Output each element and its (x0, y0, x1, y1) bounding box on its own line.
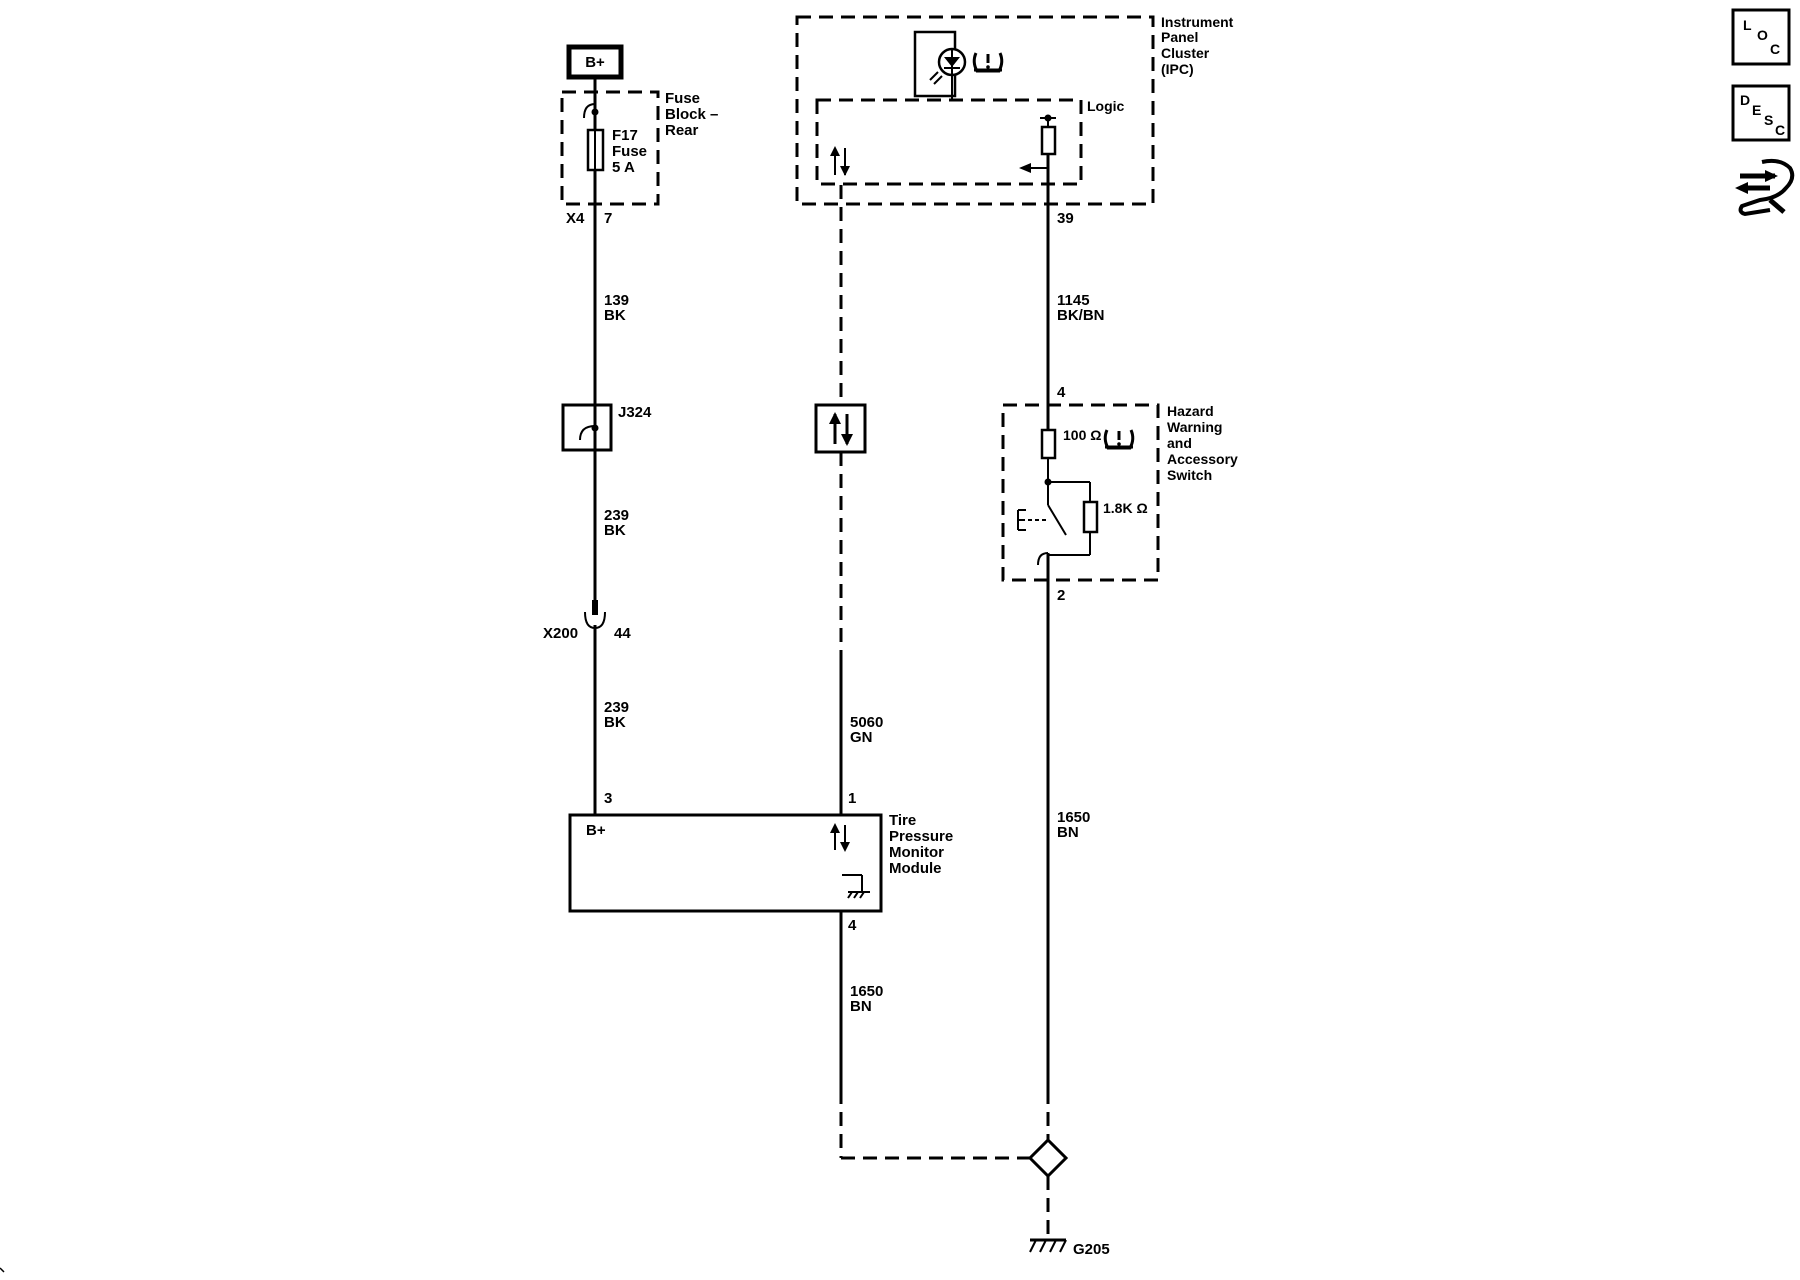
hazard-warning-accessory-switch: 4 2 Hazard Warning and Accessory Switch … (1001, 384, 1242, 604)
fuse-connector-label: X4 (566, 210, 585, 227)
hazard-switch-pin-bottom: 2 (1057, 587, 1065, 604)
serial-data-symbol (814, 403, 867, 454)
wire-1145-label: 1145 BK/BN (1057, 292, 1105, 324)
splice-j324: J324 (561, 403, 652, 452)
ipc-name: Instrument Panel Cluster (IPC) (1161, 14, 1237, 77)
wire-239-upper-label: 239 BK (604, 507, 633, 539)
inline-connector-pin: 44 (614, 625, 631, 642)
switch-contact-icon (1047, 504, 1067, 536)
instrument-panel-cluster: Instrument Panel Cluster (IPC) Logic (795, 14, 1237, 227)
ipc-logic-block (815, 98, 1083, 186)
tpms-indicator-lamp (913, 30, 1004, 100)
ipc-data-arrows-icon (830, 146, 850, 176)
corner-mark (0, 1267, 5, 1273)
inline-connector-x200: X200 44 (543, 600, 631, 642)
svg-text:D: D (1740, 92, 1750, 108)
tpm-supply-label: B+ (586, 822, 606, 839)
diagnostics-wrench-icon[interactable] (1735, 158, 1795, 217)
tpm-module-name: Tire Pressure Monitor Module (889, 812, 957, 877)
location-button[interactable]: L O C (1731, 8, 1791, 66)
fuse-pin-label: 7 (604, 210, 612, 227)
ground-splice-diamond (1027, 1137, 1069, 1179)
ground-label: G205 (1073, 1241, 1110, 1258)
fuse-block-rear: Fuse Block – Rear F17 Fuse 5 A X4 7 (560, 77, 723, 227)
ipc-pullup-resistor (1019, 114, 1057, 204)
svg-text:L: L (1743, 17, 1752, 33)
ipc-input-arrow-icon (1019, 163, 1031, 173)
tire-pressure-warning-icon (972, 52, 1004, 73)
splice-label: J324 (618, 404, 652, 421)
hazard-switch-outline (1001, 403, 1160, 582)
ipc-pin: 39 (1057, 210, 1074, 227)
wire-1650-switch-label: 1650 BN (1057, 809, 1095, 841)
tpm-pin-ground: 4 (848, 917, 857, 934)
ground-g205: G205 (1029, 1238, 1110, 1258)
svg-text:C: C (1775, 122, 1785, 138)
tpm-module-box (568, 813, 883, 913)
battery-power-source: B+ (566, 44, 624, 80)
fuse-block-outline (560, 90, 660, 206)
wire-239-lower-label: 239 BK (604, 699, 633, 731)
switch-tire-pressure-icon (1103, 429, 1135, 450)
svg-text:S: S (1764, 112, 1773, 128)
resistor-1-8k-label: 1.8K Ω (1103, 500, 1148, 516)
wire-5060-label: 5060 GN (850, 714, 888, 746)
ipc-logic-label: Logic (1087, 98, 1125, 114)
fuse-label: F17 Fuse 5 A (612, 127, 651, 176)
module-ground-icon (842, 874, 870, 899)
tpm-pin-power: 3 (604, 790, 612, 807)
switch-actuator-icon (1017, 509, 1026, 531)
wire-139-label: 139 BK (604, 292, 633, 324)
description-button[interactable]: D E S C (1731, 84, 1791, 142)
resistor-1-8k-icon (1082, 500, 1099, 534)
wire-1650-module-label: 1650 BN (850, 983, 888, 1015)
bidirectional-data-icon (830, 823, 850, 852)
tire-pressure-monitor-module: 3 1 4 B+ Tire Pressure Monitor Module (568, 790, 957, 934)
hazard-switch-name: Hazard Warning and Accessory Switch (1167, 403, 1242, 483)
fuse-terminal-icon (583, 103, 596, 119)
fuse-block-name: Fuse Block – Rear (665, 90, 723, 139)
resistor-100-icon (1040, 428, 1057, 460)
hazard-switch-pin-top: 4 (1057, 384, 1066, 401)
svg-text:O: O (1757, 27, 1768, 43)
svg-text:E: E (1752, 102, 1761, 118)
ipc-outline (795, 15, 1155, 206)
inline-connector-label: X200 (543, 625, 578, 642)
power-label: B+ (585, 54, 605, 71)
svg-text:C: C (1770, 41, 1780, 57)
tpm-pin-data: 1 (848, 790, 856, 807)
resistor-100-label: 100 Ω (1063, 427, 1101, 443)
